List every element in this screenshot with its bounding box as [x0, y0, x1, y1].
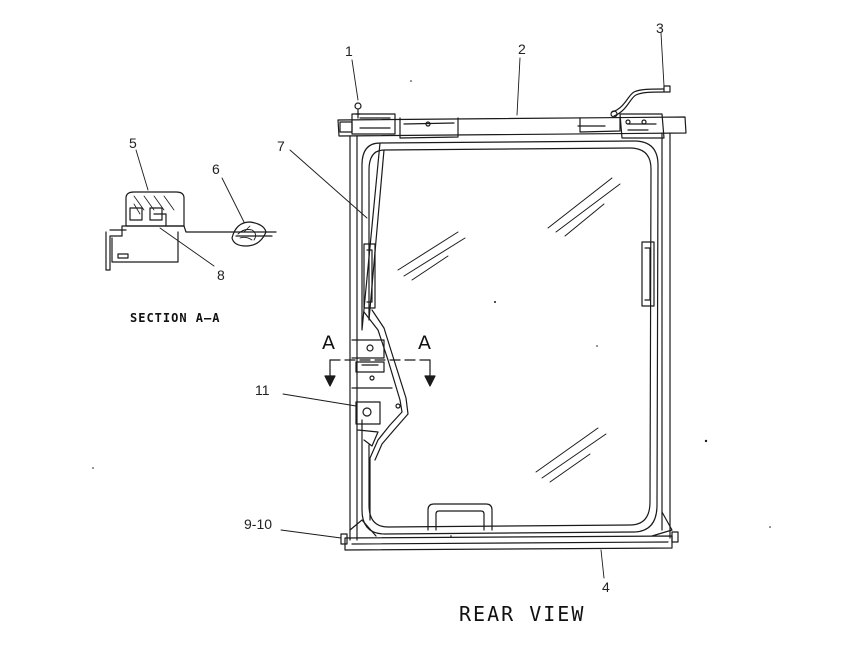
section-marker-right: A [418, 332, 431, 354]
glass-reflections [398, 178, 620, 482]
section-cut-line [325, 360, 435, 386]
callout-9-10: 9-10 [244, 516, 273, 532]
top-left-latch-part-1 [340, 103, 395, 134]
callout-6: 6 [212, 161, 220, 177]
print-specks [92, 80, 771, 537]
window-handle [428, 504, 492, 530]
top-right-bracket-part-3 [611, 86, 670, 138]
leader-lines [281, 33, 664, 578]
top-rail-part-2 [400, 117, 620, 138]
window-outer-frame [338, 117, 686, 550]
section-aa-detail [106, 150, 276, 270]
section-marker-left: A [322, 332, 335, 354]
glass-pane [362, 141, 658, 534]
callout-1: 1 [345, 43, 353, 59]
callout-7: 7 [277, 138, 285, 154]
callout-2: 2 [518, 41, 526, 57]
callout-11: 11 [255, 382, 270, 398]
latch-mechanism [352, 310, 408, 520]
rear-view-title: REAR VIEW [459, 602, 586, 626]
bottom-corners [341, 512, 678, 544]
section-aa-title: SECTION A–A [130, 311, 221, 325]
callout-8: 8 [217, 267, 225, 283]
callout-3: 3 [656, 20, 664, 36]
callout-5: 5 [129, 135, 137, 151]
callout-4: 4 [602, 579, 610, 595]
side-guides [364, 242, 654, 308]
bracket-part-11 [356, 402, 380, 424]
